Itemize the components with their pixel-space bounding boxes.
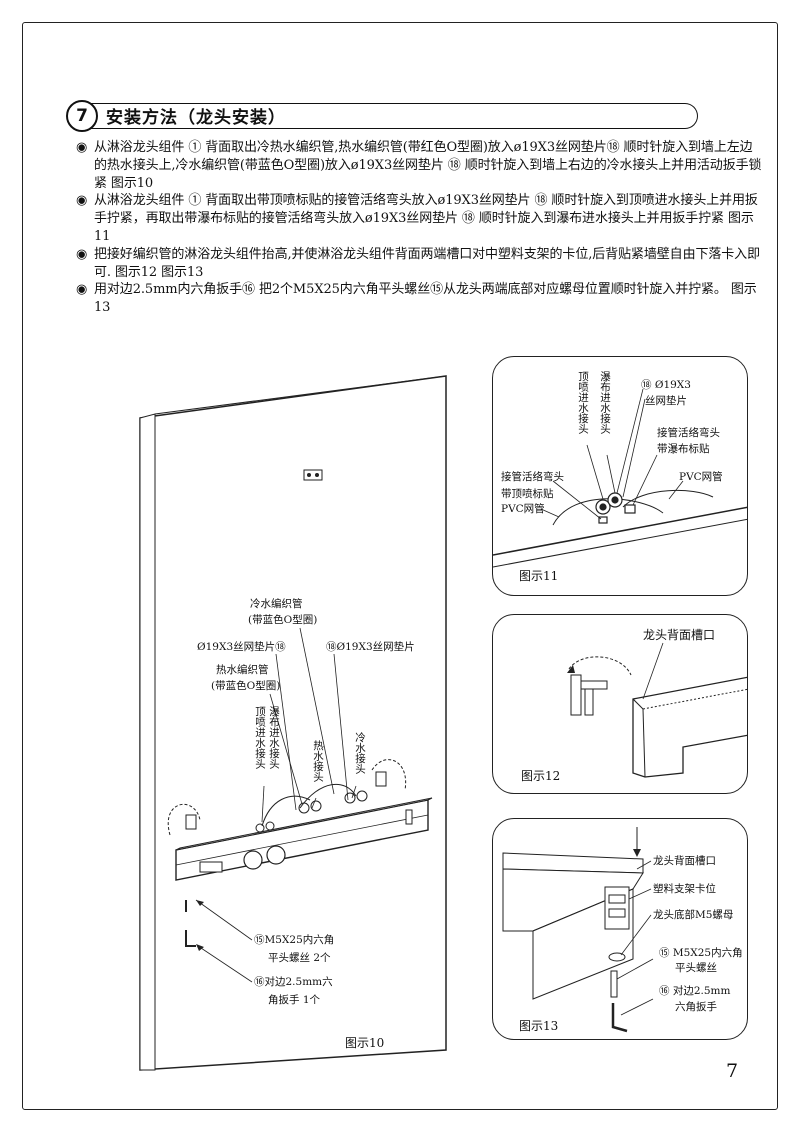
elbow-fall-label: 接管活络弯头 <box>657 427 720 439</box>
instruction-step: ◉ 从淋浴龙头组件 ① 背面取出冷热水编织管,热水编织管(带红色O型圈)放入ø19… <box>76 139 762 192</box>
figure-13: 龙头背面槽口 塑料支架卡位 龙头底部M5螺母 ⑮ M5X25内六角 平头螺丝 ⑯… <box>492 818 748 1040</box>
inlet-connection-illustration <box>493 388 747 568</box>
nut-label: 龙头底部M5螺母 <box>653 909 734 921</box>
instruction-step: ◉ 把接好编织管的淋浴龙头组件抬高,并使淋浴龙头组件背面两端槽口对中塑料支架的卡位… <box>76 246 762 282</box>
screw-label: ⑮ M5X25内六角 <box>659 947 743 959</box>
bullet-icon: ◉ <box>76 140 88 155</box>
bracket-clip-label: 塑料支架卡位 <box>653 883 716 895</box>
elbow-top-label: 接管活络弯头 <box>501 471 564 483</box>
figure-12: 龙头背面槽口 图示12 <box>492 614 748 794</box>
bullet-icon: ◉ <box>76 282 88 298</box>
slot-bracket-illustration <box>567 642 747 778</box>
figure-11-caption: 图示11 <box>519 569 559 583</box>
wrench-type-label: 六角扳手 <box>675 1001 717 1013</box>
gasket-name-label: 丝网垫片 <box>645 395 687 407</box>
section-heading-bar <box>82 103 698 129</box>
instruction-text: 用对边2.5mm内六角扳手⑯ 把2个M5X25内六角平头螺丝⑮从龙头两端底部对应… <box>94 282 757 316</box>
bullet-icon: ◉ <box>76 246 88 262</box>
instruction-step: ◉ 从淋浴龙头组件 ① 背面取出带顶喷标贴的接管活络弯头放入ø19X3丝网垫片 ⑱… <box>76 192 762 245</box>
cold-inlet-label: 冷水接头 <box>354 732 366 774</box>
fall-inlet-label: 瀑布进水接头 <box>268 706 280 769</box>
figure-12-caption: 图示12 <box>521 769 561 783</box>
section-heading: 7 安装方法（龙头安装） <box>66 100 698 132</box>
hot-inlet-label: 热水接头 <box>312 740 324 782</box>
top-inlet-label: 顶喷进水接头 <box>254 706 266 769</box>
top-inlet-label: 顶喷进水接头 <box>577 371 589 434</box>
pvc-hose-left-label: PVC网管 <box>501 503 545 515</box>
screw-label: ⑮M5X25内六角 <box>254 934 335 946</box>
page-number: 7 <box>726 1060 739 1082</box>
gasket-left-label: Ø19X3丝网垫片⑱ <box>197 641 286 653</box>
fall-inlet-label: 瀑布进水接头 <box>599 371 611 434</box>
page-frame <box>22 22 778 1110</box>
rear-slot-label: 龙头背面槽口 <box>653 855 716 867</box>
pvc-hose-right-label: PVC网管 <box>679 471 723 483</box>
gasket-right-label: ⑱Ø19X3丝网垫片 <box>326 641 415 653</box>
figure-13-caption: 图示13 <box>519 1019 559 1033</box>
screw-quantity-label: 平头螺丝 2个 <box>268 952 331 964</box>
instruction-text: 把接好编织管的淋浴龙头组件抬高,并使淋浴龙头组件背面两端槽口对中塑料支架的卡位,… <box>94 246 760 280</box>
wrench-label: ⑯ 对边2.5mm <box>659 985 731 997</box>
section-number-badge: 7 <box>66 100 98 132</box>
wrench-label: ⑯对边2.5mm六 <box>254 976 333 988</box>
cold-hose-sublabel: (带蓝色O型圈) <box>248 614 318 626</box>
bullet-icon: ◉ <box>76 193 88 209</box>
hot-hose-sublabel: (带蓝色O型圈) <box>211 680 281 692</box>
instruction-list: ◉ 从淋浴龙头组件 ① 背面取出冷热水编织管,热水编织管(带红色O型圈)放入ø19… <box>76 139 762 317</box>
screw-type-label: 平头螺丝 <box>675 962 717 974</box>
gasket-size-label: ⑱ Ø19X3 <box>641 379 691 391</box>
instruction-text: 从淋浴龙头组件 ① 背面取出冷热水编织管,热水编织管(带红色O型圈)放入ø19X… <box>94 140 762 191</box>
instruction-step: ◉ 用对边2.5mm内六角扳手⑯ 把2个M5X25内六角平头螺丝⑮从龙头两端底部对… <box>76 281 762 317</box>
figure-10-caption: 图示10 <box>345 1036 385 1050</box>
elbow-top-sticker-label: 带顶喷标贴 <box>501 488 554 500</box>
wrench-quantity-label: 角扳手 1个 <box>268 994 321 1006</box>
hot-hose-label: 热水编织管 <box>216 664 269 676</box>
screw-fixing-illustration <box>502 827 654 1033</box>
instruction-text: 从淋浴龙头组件 ① 背面取出带顶喷标贴的接管活络弯头放入ø19X3丝网垫片 ⑱ … <box>94 193 758 244</box>
section-title: 安装方法（龙头安装） <box>106 108 286 128</box>
elbow-fall-sticker-label: 带瀑布标贴 <box>657 443 710 455</box>
figure-11: 顶喷进水接头 瀑布进水接头 ⑱ Ø19X3 丝网垫片 接管活络弯头 带瀑布标贴 … <box>492 356 748 596</box>
rear-slot-label: 龙头背面槽口 <box>643 628 716 642</box>
cold-hose-label: 冷水编织管 <box>250 598 303 610</box>
